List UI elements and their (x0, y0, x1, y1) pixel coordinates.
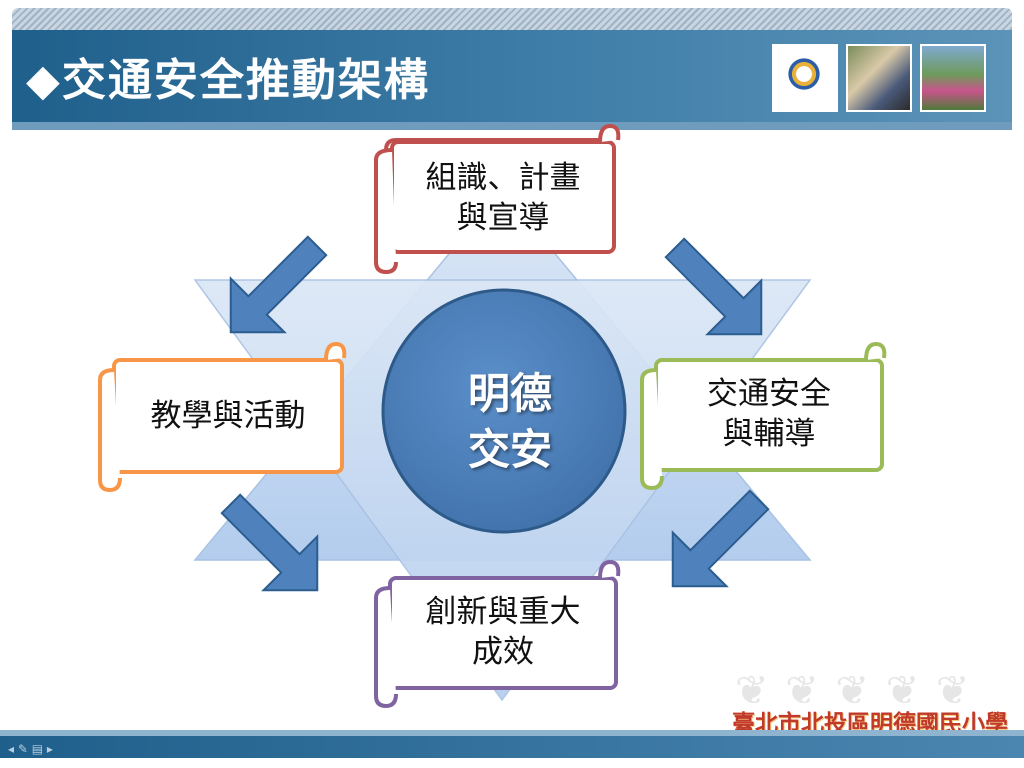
sprout-decoration-icon: ❦ ❦ ❦ ❦ ❦ (735, 668, 972, 714)
arrow-top-right (664, 237, 763, 336)
scroll-left (98, 342, 347, 492)
center-circle (381, 288, 627, 534)
scroll-left-text: 教學與活動 (122, 396, 334, 436)
scroll-top (374, 124, 621, 274)
center-label: 明德 交安 (425, 366, 595, 478)
footer-accent (0, 730, 1024, 736)
campus-garden-photo (920, 44, 986, 112)
school-logo (772, 44, 838, 112)
header-bar (12, 30, 1012, 122)
slide-nav-icons[interactable]: ◂ ✎ ▤ ▸ (8, 742, 53, 756)
header-underline (12, 122, 1012, 130)
center-label-line1: 明德 (467, 369, 552, 418)
scroll-bottom (374, 560, 621, 708)
header-stripe (12, 8, 1012, 30)
students-photo (846, 44, 912, 112)
scroll-left-line1: 教學與活動 (150, 398, 306, 434)
header-photos (772, 44, 986, 112)
scroll-bottom-text: 創新與重大 成效 (398, 592, 608, 672)
scroll-right-line1: 交通安全 (707, 376, 831, 412)
scroll-bottom-line1: 創新與重大 (425, 594, 581, 630)
center-label-line2: 交安 (467, 425, 552, 474)
scroll-right (640, 342, 887, 490)
scroll-top-text: 組識、計畫 與宣導 (400, 158, 606, 238)
school-seal-icon (788, 54, 820, 94)
scroll-right-line2: 與輔導 (722, 416, 816, 452)
arrow-bottom-right (671, 489, 770, 588)
scroll-right-text: 交通安全 與輔導 (664, 374, 874, 454)
footer-bar (0, 736, 1024, 758)
scroll-top-line2: 與宣導 (456, 200, 550, 236)
arrow-bottom-left (220, 493, 319, 592)
arrow-top-left (229, 235, 328, 334)
scroll-top-line1: 組識、計畫 (425, 160, 581, 196)
page-title: ◆交通安全推動架構 (26, 55, 430, 106)
scroll-bottom-line2: 成效 (472, 634, 534, 670)
